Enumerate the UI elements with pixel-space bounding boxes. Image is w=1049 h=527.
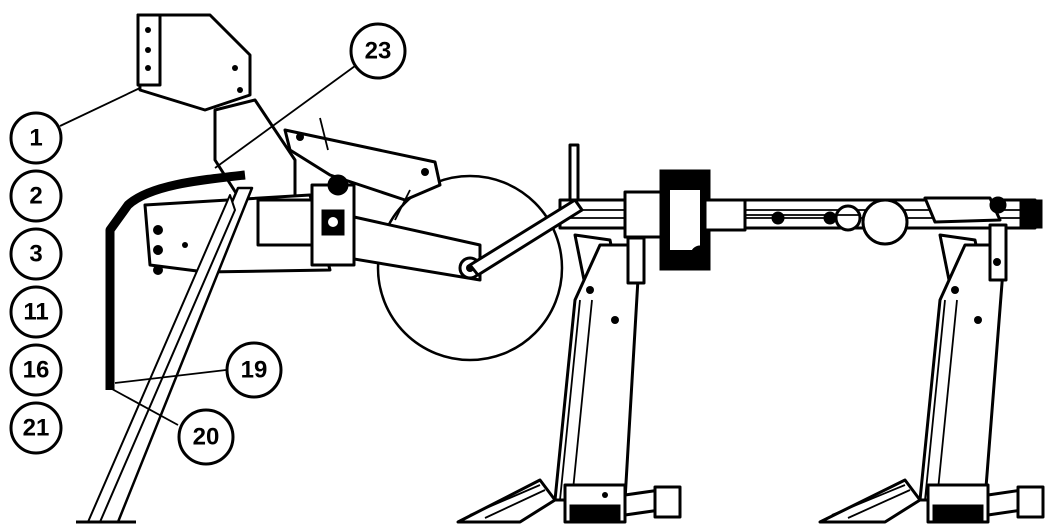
svg-text:20: 20 [193, 424, 220, 451]
svg-text:3: 3 [29, 241, 42, 268]
callout-23: 23 [349, 22, 407, 80]
shank-1 [553, 233, 646, 502]
svg-text:21: 21 [23, 415, 50, 442]
point-1 [456, 478, 682, 524]
hitch-frame [143, 98, 356, 275]
top-plate [136, 13, 252, 112]
svg-text:1: 1 [29, 125, 42, 152]
callout-1: 1 [9, 111, 63, 165]
callout-2: 2 [9, 169, 63, 223]
leader-19 [114, 369, 227, 384]
beam-fittings [568, 143, 1007, 246]
stand-leg [76, 186, 254, 524]
leader-20 [111, 388, 179, 426]
leader-lines [59, 65, 356, 426]
callout-3: 3 [9, 227, 63, 281]
svg-text:23: 23 [365, 38, 392, 65]
callout-19: 19 [225, 341, 283, 399]
beam-clamp-1 [623, 169, 862, 271]
callout-21: 21 [9, 401, 63, 455]
shank-2 [918, 223, 1008, 502]
svg-text:16: 16 [23, 357, 50, 384]
callout-16: 16 [9, 343, 63, 397]
leader-23 [214, 65, 356, 169]
point-2 [818, 478, 1045, 524]
svg-text:19: 19 [241, 357, 268, 384]
svg-text:11: 11 [23, 299, 48, 326]
svg-text:2: 2 [29, 183, 42, 210]
side-rod [105, 170, 246, 390]
leader-1 [59, 87, 141, 127]
callout-20: 20 [177, 408, 235, 466]
callout-11: 11 [9, 285, 63, 339]
